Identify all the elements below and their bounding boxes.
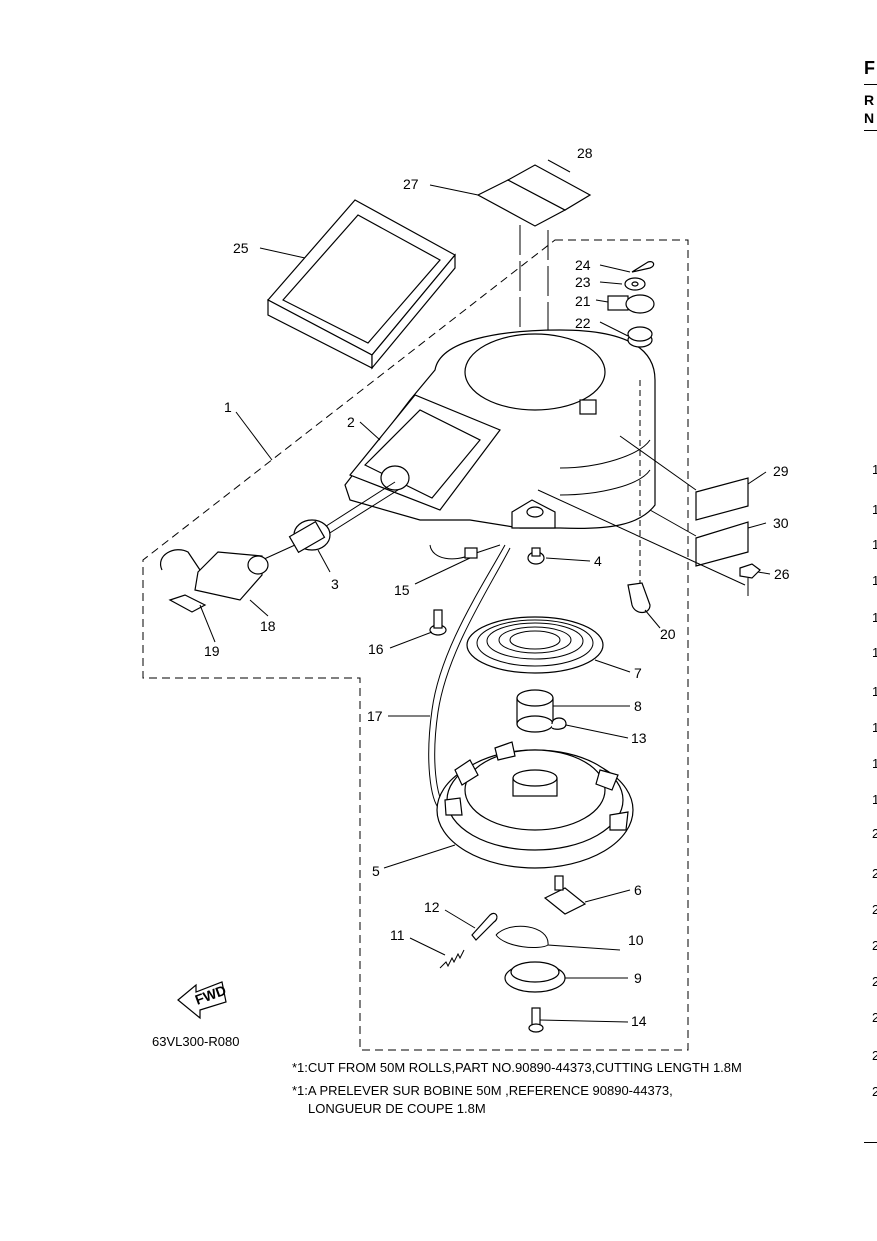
label-30: 30 — [773, 515, 789, 531]
leader-lines — [199, 159, 771, 1023]
label-11: 11 — [390, 927, 405, 943]
edge-row-number: 1 — [872, 502, 877, 517]
label-13: 13 — [631, 730, 647, 746]
label-26: 26 — [774, 566, 790, 582]
edge-row-number: 2 — [872, 826, 877, 841]
part-6-ratchet — [543, 875, 587, 915]
part-10-wire — [495, 925, 621, 951]
label-18: 18 — [260, 618, 276, 634]
part-16-screw — [429, 609, 447, 636]
part-26-bolt — [739, 563, 761, 596]
label-23: 23 — [575, 274, 591, 290]
edge-row-number: 2 — [872, 974, 877, 989]
label-16: 16 — [368, 641, 384, 657]
edge-row-number: 1 — [872, 610, 877, 625]
part-12-clip — [471, 912, 498, 941]
label-21: 21 — [575, 293, 591, 309]
label-3: 3 — [331, 576, 339, 592]
edge-row-number: 1 — [872, 792, 877, 807]
note-french-line1: *1:A PRELEVER SUR BOBINE 50M ,REFERENCE … — [292, 1083, 673, 1098]
edge-letter-r: R — [864, 92, 875, 108]
part-28-label — [506, 164, 592, 211]
edge-rule — [864, 1142, 877, 1143]
part-20-bracket — [627, 582, 651, 614]
part-13-clip — [551, 717, 567, 730]
part-23-washer — [624, 277, 646, 291]
fwd-arrow-icon: FWD — [177, 981, 228, 1020]
edge-rule — [864, 84, 877, 85]
label-27: 27 — [403, 176, 419, 192]
assembly-outline — [142, 239, 689, 1051]
part-14-screw — [528, 1007, 544, 1033]
part-15-bushing — [429, 544, 501, 560]
part-9-plate — [504, 961, 566, 993]
label-4: 4 — [594, 553, 602, 569]
edge-row-number: 1 — [872, 645, 877, 660]
label-24: 24 — [575, 257, 591, 273]
label-17: 17 — [367, 708, 383, 724]
part-19-clip — [159, 549, 207, 613]
starter-housing — [344, 329, 656, 529]
label-6: 6 — [634, 882, 642, 898]
label-22: 22 — [575, 315, 591, 331]
part-21-lever — [607, 294, 655, 314]
edge-row-number: 2 — [872, 1048, 877, 1063]
part-30-label — [695, 521, 749, 567]
label-14: 14 — [631, 1013, 647, 1029]
label-8: 8 — [634, 698, 642, 714]
label-9: 9 — [634, 970, 642, 986]
edge-row-number: 1 — [872, 573, 877, 588]
part-22-spring — [627, 326, 653, 348]
label-12: 12 — [424, 899, 440, 915]
label-10: 10 — [628, 932, 644, 948]
part-3-rope-guide — [261, 481, 399, 561]
edge-row-number: 1 — [872, 684, 877, 699]
edge-row-number: 2 — [872, 1010, 877, 1025]
part-4-nut — [527, 547, 545, 565]
part-17-rope — [428, 544, 506, 811]
label-29: 29 — [773, 463, 789, 479]
label-5: 5 — [372, 863, 380, 879]
edge-letter-n: N — [864, 110, 875, 126]
edge-rule — [864, 130, 877, 131]
part-29-label — [695, 477, 749, 521]
edge-row-number: 1 — [872, 462, 877, 477]
label-2: 2 — [347, 414, 355, 430]
part-5-pulley — [436, 741, 634, 869]
edge-row-number: 1 — [872, 756, 877, 771]
note-english: *1:CUT FROM 50M ROLLS,PART NO.90890-4437… — [292, 1060, 742, 1075]
label-28: 28 — [577, 145, 593, 161]
edge-letter-f: F — [864, 58, 875, 78]
note-french-line2: LONGUEUR DE COUPE 1.8M — [308, 1101, 486, 1116]
part-labels: 28 27 25 24 23 21 22 1 2 29 30 4 26 3 15… — [204, 145, 790, 1029]
part-8-bushing — [516, 689, 554, 733]
edge-row-number: 2 — [872, 902, 877, 917]
edge-row-number: 2 — [872, 1084, 877, 1099]
edge-row-number: 1 — [872, 720, 877, 735]
part-24-pin — [631, 261, 655, 273]
part-11-spring — [439, 949, 465, 969]
part-18-handle — [194, 551, 269, 601]
label-25: 25 — [233, 240, 249, 256]
label-20: 20 — [660, 626, 676, 642]
drawing-code: 63VL300-R080 — [152, 1034, 240, 1049]
part-25-gasket — [267, 199, 456, 370]
edge-row-number: 2 — [872, 866, 877, 881]
edge-row-number: 1 — [872, 537, 877, 552]
label-1: 1 — [224, 399, 232, 415]
label-19: 19 — [204, 643, 220, 659]
edge-row-number: 2 — [872, 938, 877, 953]
label-7: 7 — [634, 665, 642, 681]
label-15: 15 — [394, 582, 410, 598]
part-7-spring — [466, 616, 604, 674]
